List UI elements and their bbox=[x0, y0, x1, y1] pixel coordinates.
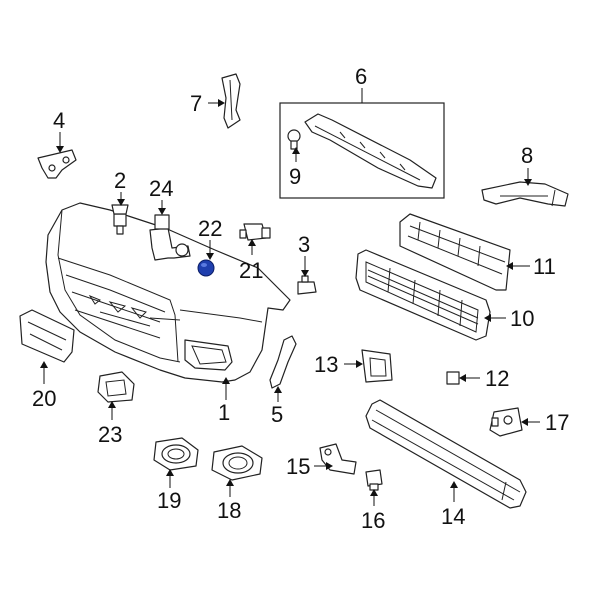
callout-17: 17 bbox=[545, 410, 569, 435]
callout-13: 13 bbox=[314, 352, 338, 377]
callout-10: 10 bbox=[510, 306, 534, 331]
callout-15: 15 bbox=[286, 454, 310, 479]
part-impact-bar-14[interactable] bbox=[365, 399, 527, 509]
callout-3: 3 bbox=[298, 232, 310, 257]
callout-22: 22 bbox=[198, 216, 222, 241]
part-bracket-7[interactable] bbox=[221, 73, 241, 129]
part-plate-bracket-20[interactable] bbox=[19, 309, 75, 363]
part-sensor-2[interactable] bbox=[111, 204, 129, 235]
part-clip-12[interactable] bbox=[446, 371, 460, 385]
callout-2: 2 bbox=[114, 168, 126, 193]
callout-20: 20 bbox=[32, 386, 56, 411]
part-bracket-21[interactable] bbox=[239, 223, 271, 241]
callout-9: 9 bbox=[289, 164, 301, 189]
callout-16: 16 bbox=[361, 508, 385, 533]
part-bracket-4[interactable] bbox=[37, 149, 77, 179]
part-bracket-15[interactable] bbox=[319, 443, 357, 475]
callout-23: 23 bbox=[98, 422, 122, 447]
callout-12: 12 bbox=[485, 366, 509, 391]
callout-6: 6 bbox=[355, 64, 367, 89]
callout-19: 19 bbox=[157, 488, 181, 513]
part-grille-lower-10[interactable] bbox=[355, 249, 491, 341]
part-grille-upper-11[interactable] bbox=[399, 213, 511, 291]
part-bracket-23[interactable] bbox=[97, 371, 135, 403]
part-fog-bezel-19[interactable] bbox=[153, 437, 199, 471]
callout-21: 21 bbox=[239, 258, 263, 283]
part-bracket-13[interactable] bbox=[361, 349, 393, 383]
part-reinforcement-6[interactable] bbox=[304, 113, 437, 189]
callout-4: 4 bbox=[53, 108, 65, 133]
part-sensor-24[interactable] bbox=[149, 214, 191, 261]
part-clip-3[interactable] bbox=[297, 275, 317, 295]
callout-11: 11 bbox=[533, 254, 556, 279]
part-bracket-17[interactable] bbox=[489, 407, 523, 437]
callout-18: 18 bbox=[217, 498, 241, 523]
part-bumper-cover[interactable] bbox=[45, 202, 291, 383]
part-bracket-5[interactable] bbox=[269, 335, 297, 389]
part-clip-16[interactable] bbox=[365, 469, 383, 491]
callout-8: 8 bbox=[521, 143, 533, 168]
part-fog-bezel-18[interactable] bbox=[211, 445, 263, 481]
part-clip-9[interactable] bbox=[287, 129, 301, 150]
callout-14: 14 bbox=[441, 504, 465, 529]
callout-1: 1 bbox=[218, 400, 230, 425]
callout-5: 5 bbox=[271, 402, 283, 427]
callout-24: 24 bbox=[149, 176, 173, 201]
part-clip-22-highlighted[interactable] bbox=[197, 259, 215, 277]
callout-7: 7 bbox=[190, 91, 202, 116]
part-bracket-8[interactable] bbox=[481, 181, 569, 207]
